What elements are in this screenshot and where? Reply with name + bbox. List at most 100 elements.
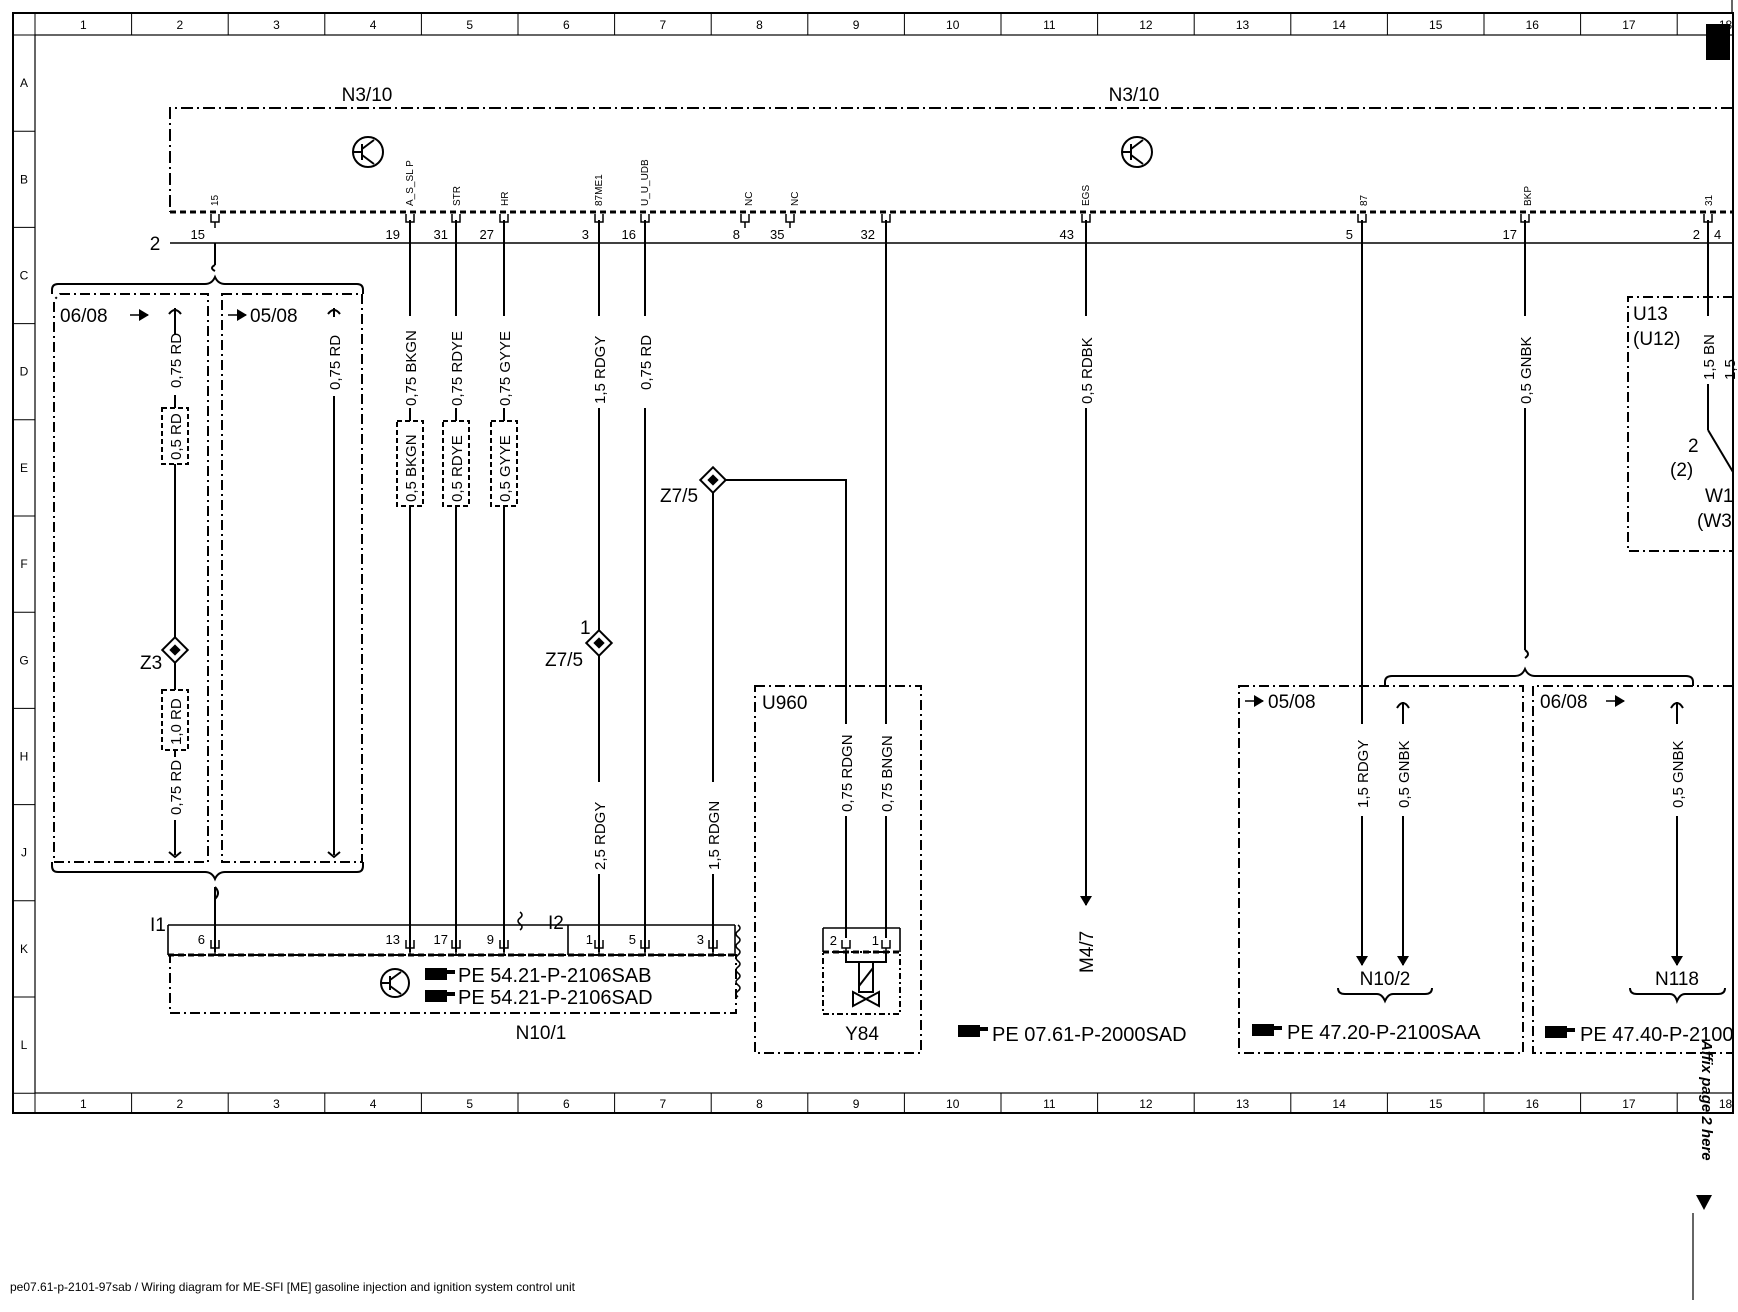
column-label: 2	[177, 18, 184, 32]
pin-name-str: STR	[452, 186, 463, 206]
z7-5-splice-icon	[698, 465, 728, 495]
pin-name-egs: EGS	[1081, 185, 1092, 206]
wire-label: 0,75 GYYE	[497, 331, 514, 406]
diagram-frame	[12, 0, 1734, 1300]
pin-contact	[640, 940, 650, 954]
reference-link[interactable]: PE 54.21-P-2106SAB	[458, 965, 651, 987]
column-label: 9	[853, 1097, 860, 1111]
row-label: H	[20, 750, 29, 764]
pin-name-hr: HR	[500, 192, 511, 206]
reference-link[interactable]: PE 47.40-P-2100	[1580, 1024, 1733, 1046]
footer-caption: pe07.61-p-2101-97sab / Wiring diagram fo…	[10, 1280, 576, 1294]
pin-contact	[881, 940, 891, 954]
column-ticks	[34, 13, 1734, 1113]
pin-number: 2	[830, 933, 837, 948]
pin-contact	[451, 940, 461, 954]
reference-link[interactable]: PE 54.21-P-2106SAD	[458, 987, 653, 1009]
n10-1-module: I1 I2 6 13 17 9 1 5 3 PE 54.21-P-2106SAB…	[150, 911, 741, 1044]
reference-link[interactable]: PE 47.20-P-2100SAA	[1287, 1022, 1481, 1044]
column-label: 11	[1043, 1097, 1056, 1111]
column-label: 12	[1139, 18, 1153, 32]
pin-name-bkp: BKP	[1523, 186, 1534, 206]
shield-squiggle-icon	[517, 911, 523, 931]
variant-box-0508-right: 05/08	[1238, 685, 1524, 1054]
pin-contact	[405, 940, 415, 954]
brace	[1384, 666, 1694, 686]
row-ticks	[13, 34, 35, 1094]
column-label: 1	[80, 18, 87, 32]
pin-number: 1	[586, 932, 593, 947]
wire-label: 0,75 BNGN	[879, 735, 896, 812]
row-label: C	[20, 269, 29, 283]
shield-squiggle-icon	[735, 924, 741, 998]
column-label: 8	[756, 1097, 763, 1111]
pin-name-31: 31	[1704, 194, 1715, 206]
column-label: 18	[1719, 1097, 1733, 1111]
n3-10-control-unit: N3/10 N3/10 2 15 A_S_SL P STR HR 87ME1 U…	[150, 85, 1733, 255]
pin-name-nc: NC	[744, 192, 755, 206]
wire-label: 0,75 RD	[638, 335, 655, 390]
transistor-icon	[1121, 136, 1153, 168]
column-label: 8	[756, 18, 763, 32]
z7-5-splice-icon	[584, 628, 614, 658]
n10-1-pin-contacts	[210, 940, 718, 954]
w-pin: 2	[1688, 436, 1699, 457]
column-label: 4	[370, 1097, 377, 1111]
reference-link[interactable]: PE 07.61-P-2000SAD	[992, 1024, 1187, 1046]
wire-0508-circuit	[327, 308, 341, 859]
u12-label: (U12)	[1633, 329, 1681, 350]
column-label: 15	[1429, 1097, 1443, 1111]
column-label: 6	[563, 18, 570, 32]
pin-name-u-u-udb: U_U_UDB	[640, 159, 651, 206]
pin-number: 13	[386, 932, 400, 947]
row-label: K	[20, 942, 28, 956]
wire-label: 0,5 RDYE	[449, 435, 466, 502]
transistor-icon	[380, 968, 410, 998]
wire-label: 0,75 RD	[327, 335, 344, 390]
pin-number: 5	[629, 932, 636, 947]
column-label: 16	[1526, 1097, 1540, 1111]
column-label: 13	[1236, 1097, 1250, 1111]
variant-label: 06/08	[1540, 692, 1588, 713]
i1-label: I1	[150, 915, 166, 936]
column-labels: 1122334455667788991010111112121313141415…	[80, 18, 1733, 1111]
brace	[51, 274, 364, 294]
pin-number: 6	[198, 932, 205, 947]
pin-name-15: 15	[210, 194, 221, 206]
pin-number: 5	[1346, 227, 1353, 242]
variant-label: 05/08	[250, 306, 298, 327]
pin-contact	[210, 940, 220, 954]
w-pin: (2)	[1670, 460, 1693, 481]
wire-label: 0,75 RDGN	[839, 734, 856, 812]
w-label: (W3	[1697, 511, 1732, 532]
column-label: 3	[273, 18, 280, 32]
wire-label: 1,5 RDGN	[706, 801, 723, 870]
column-label: 9	[853, 18, 860, 32]
row-label: L	[21, 1038, 28, 1052]
wire-label: 0,5 GNBK	[1518, 336, 1535, 404]
z7-5-pin: 1	[580, 618, 591, 639]
m4-7-label: M4/7	[1077, 931, 1098, 973]
pin-number: 8	[733, 227, 740, 242]
wire-label: 1,5 RDGY	[592, 336, 609, 404]
brace	[51, 862, 364, 882]
pin-number: 1	[872, 933, 879, 948]
z3-splice-icon	[160, 635, 190, 665]
pin-name-nc: NC	[790, 192, 801, 206]
column-label: 2	[177, 1097, 184, 1111]
n10-1-label: N10/1	[516, 1023, 567, 1044]
affix-note: Affix page 2 here	[1698, 1039, 1715, 1161]
n3-10-label-left: N3/10	[342, 85, 393, 106]
column-label: 18	[1719, 18, 1733, 32]
column-label: 4	[370, 18, 377, 32]
wire-label: 0,5 GYYE	[497, 435, 514, 502]
pin-contact	[740, 214, 750, 228]
pin-number: 17	[1503, 227, 1517, 242]
pin-number: 4	[1714, 227, 1721, 242]
u13-box: U13 (U12) 2 (2) W1 (W3 1,5	[1627, 296, 1738, 552]
wire-label: 2,5 RDGY	[592, 802, 609, 870]
pin-contact	[499, 940, 509, 954]
pin-number: 2	[1693, 227, 1700, 242]
wire-label: 0,5 RD	[168, 413, 185, 460]
